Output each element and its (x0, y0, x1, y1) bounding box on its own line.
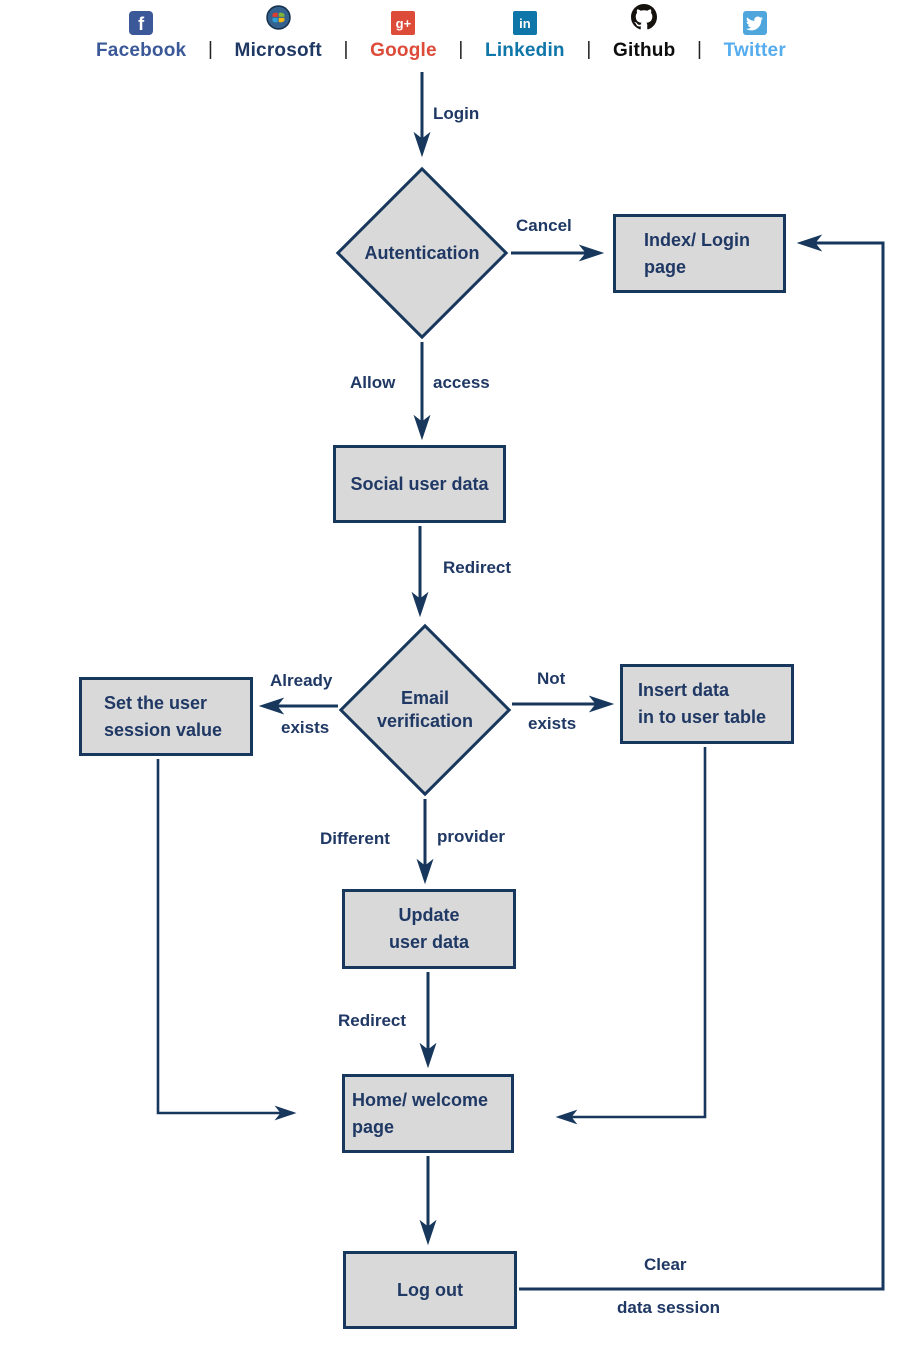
edge-label-not: Not (537, 669, 566, 688)
microsoft-icon (265, 5, 291, 35)
twitter-icon (742, 11, 767, 35)
edge-label-provider: provider (437, 827, 506, 846)
edge-label-access: access (433, 373, 490, 392)
google-plus-icon: g+ (391, 11, 416, 35)
node-log-out: Log out (343, 1251, 517, 1329)
edge-label-allow: Allow (350, 373, 396, 392)
node-label-line: Home/ welcome (352, 1089, 489, 1110)
edge-label-clear: Clear (644, 1255, 687, 1274)
provider-separator: | (207, 39, 213, 60)
edge-label-redirect-2: Redirect (338, 1011, 407, 1030)
provider-microsoft: Microsoft (235, 5, 322, 62)
provider-label-google: Google (370, 40, 437, 61)
provider-facebook: f Facebook (96, 11, 186, 62)
edge-label-exists-left: exists (281, 718, 330, 737)
node-email-verification-label: Email verification (345, 687, 505, 733)
node-home-welcome-page: Home/ welcome page (342, 1074, 514, 1153)
github-icon (631, 4, 658, 35)
facebook-glyph: f (138, 14, 145, 34)
node-label-line: Social user data (350, 473, 489, 494)
edge-label-already: Already (270, 671, 333, 690)
provider-label-twitter: Twitter (723, 40, 786, 61)
provider-header: f Facebook | Microsoft | g+ Google (96, 4, 786, 62)
provider-linkedin: in Linkedin (485, 11, 565, 62)
node-authentication-label: Autentication (364, 243, 480, 263)
node-label-line: session value (104, 719, 223, 740)
linkedin-glyph: in (519, 15, 531, 31)
node-label-line: Insert data (638, 680, 730, 700)
edge-label-different: Different (320, 829, 390, 848)
provider-separator: | (697, 39, 702, 60)
edge-label-redirect-1: Redirect (443, 558, 512, 577)
edge-label-login: Login (433, 104, 480, 123)
edge-clear-session-loop-arrow (519, 234, 885, 1291)
node-label-line: Index/ Login (644, 229, 750, 250)
google-glyph: g+ (395, 15, 412, 31)
edge-label-cancel: Cancel (516, 216, 572, 235)
edge-insert-to-home-arrow (555, 747, 707, 1125)
node-label-line: Email (400, 688, 450, 708)
node-insert-data-user-table: Insert data in to user table (620, 664, 794, 744)
provider-twitter: Twitter (724, 11, 786, 62)
edge-label-data-session: data session (617, 1298, 720, 1317)
provider-label-github: Github (612, 40, 676, 61)
facebook-icon: f (129, 11, 154, 35)
node-label-line: Log out (397, 1279, 463, 1300)
node-social-user-data: Social user data (333, 445, 506, 523)
provider-label-microsoft: Microsoft (234, 40, 322, 61)
node-label-line: Update (398, 905, 460, 925)
node-set-user-session-value: Set the user session value (79, 677, 253, 756)
node-label-line: verification (376, 711, 474, 731)
provider-separator: | (586, 39, 592, 60)
node-label-line: page (352, 1116, 395, 1137)
edge-label-exists-right: exists (528, 714, 577, 733)
node-label-line: Set the user (104, 692, 208, 713)
edge-session-to-home-arrow (156, 759, 297, 1121)
linkedin-icon: in (512, 11, 537, 35)
node-index-login-page: Index/ Login page (613, 214, 786, 293)
node-label-line: in to user table (638, 707, 767, 727)
provider-label-facebook: Facebook (96, 40, 187, 61)
provider-google: g+ Google (370, 11, 437, 62)
node-label-line: page (644, 256, 687, 277)
provider-separator: | (343, 39, 349, 60)
node-update-user-data: Update user data (342, 889, 516, 969)
provider-separator: | (458, 39, 464, 60)
node-label-line: user data (388, 932, 470, 952)
provider-github: Github (613, 4, 675, 62)
provider-label-linkedin: Linkedin (485, 40, 565, 61)
